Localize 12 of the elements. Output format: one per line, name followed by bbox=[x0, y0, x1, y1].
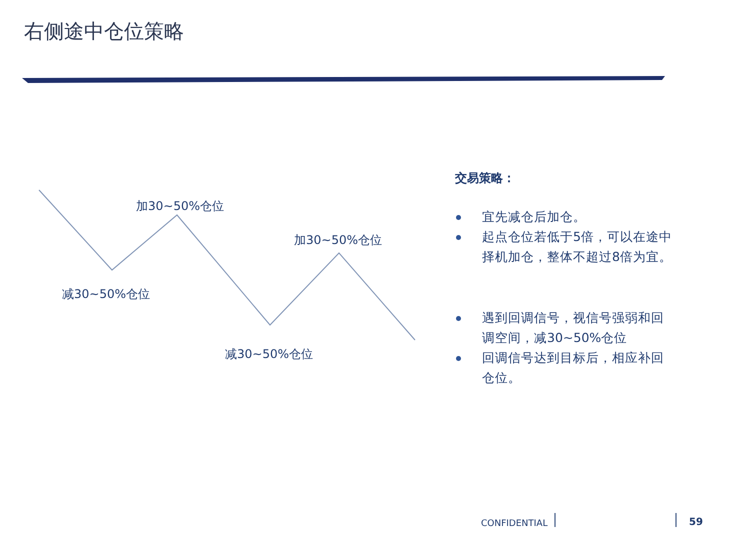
bullet-text: 宜先减仓后加仓。 bbox=[482, 208, 587, 226]
bullet-text: 起点仓位若低于5倍，可以在途中择机加仓，整体不超过8倍为宜。 bbox=[482, 228, 672, 266]
bullet-text: 遇到回调信号，视信号强弱和回调空间，减30~50%仓位 bbox=[482, 309, 665, 347]
section-heading: 交易策略： bbox=[455, 170, 515, 187]
slide-title: 右侧途中仓位策略 bbox=[24, 18, 184, 45]
bullet-text: 回调信号达到目标后，相应补回仓位。 bbox=[482, 349, 665, 387]
confidential-label: CONFIDENTIAL bbox=[481, 518, 548, 531]
annotation-label: 减30~50%仓位 bbox=[62, 286, 150, 303]
page-number: 59 bbox=[689, 516, 703, 530]
annotation-label: 减30~50%仓位 bbox=[225, 346, 313, 363]
annotation-label: 加30~50%仓位 bbox=[294, 232, 382, 249]
annotation-label: 加30~50%仓位 bbox=[136, 198, 224, 215]
